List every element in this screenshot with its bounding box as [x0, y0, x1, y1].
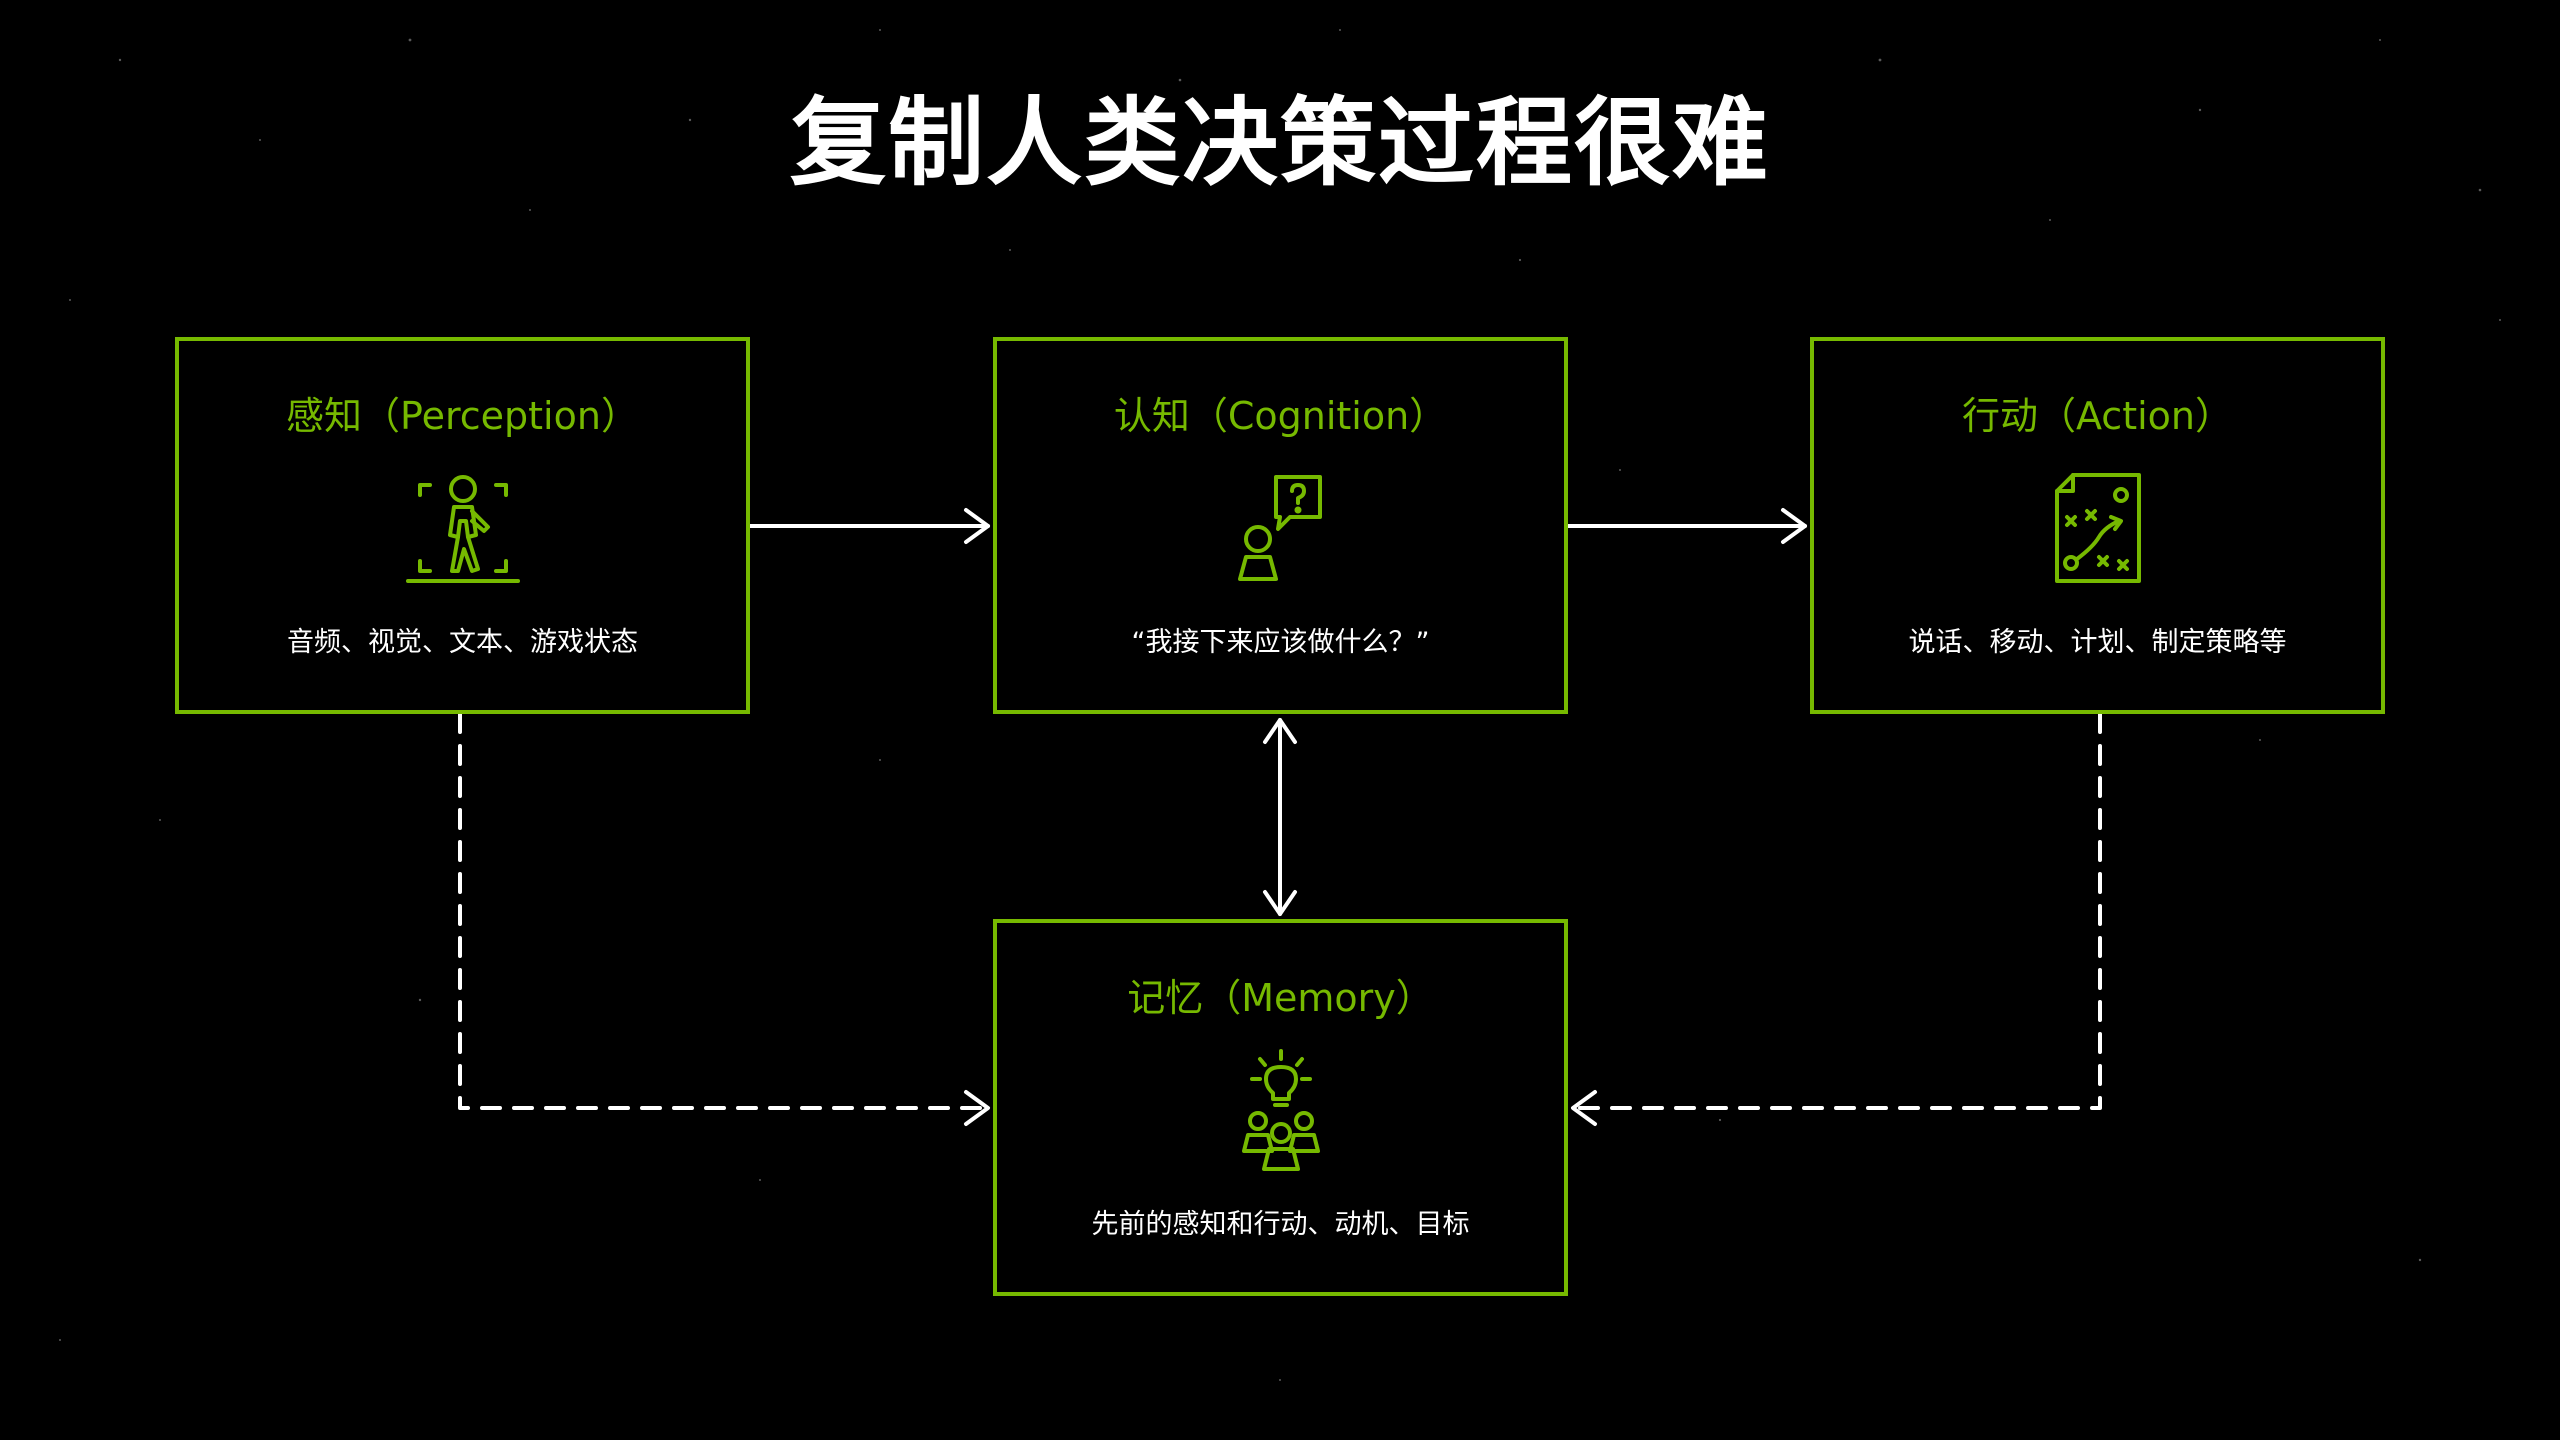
- action-description: 说话、移动、计划、制定策略等: [1908, 627, 2287, 658]
- edge-action-to-memory-dashed: [1571, 712, 2102, 1126]
- cognition-node: 认知（Cognition） “我接下来应该做什么？”: [993, 337, 1568, 714]
- action-title: 行动（Action）: [1961, 394, 2233, 438]
- page-title: 复制人类决策过程很难: [790, 87, 1770, 199]
- memory-description: 先前的感知和行动、动机、目标: [1091, 1209, 1470, 1240]
- walking-person-frame-icon: [405, 475, 520, 583]
- person-question-bubble-icon: [1237, 475, 1322, 581]
- memory-node: 记忆（Memory） 先前的感知和行动、动机、目标: [993, 919, 1568, 1296]
- memory-title: 记忆（Memory）: [1127, 976, 1434, 1020]
- edge-cognition-to-action: [1566, 508, 1807, 544]
- group-lightbulb-icon: [1241, 1049, 1320, 1171]
- perception-title: 感知（Perception）: [286, 394, 639, 438]
- edge-cognition-memory-bidirectional: [1263, 718, 1297, 916]
- edge-perception-to-memory-dashed: [458, 712, 990, 1126]
- edge-perception-to-cognition: [748, 508, 990, 544]
- perception-description: 音频、视觉、文本、游戏状态: [287, 627, 638, 658]
- perception-node: 感知（Perception） 音频、视觉、文本、游戏状态: [175, 337, 750, 714]
- strategy-play-map-icon: [2054, 473, 2141, 583]
- cognition-title: 认知（Cognition）: [1113, 394, 1448, 438]
- action-node: 行动（Action） 说话、移动、计划、制定策略等: [1810, 337, 2385, 714]
- cognition-description: “我接下来应该做什么？”: [1131, 627, 1430, 658]
